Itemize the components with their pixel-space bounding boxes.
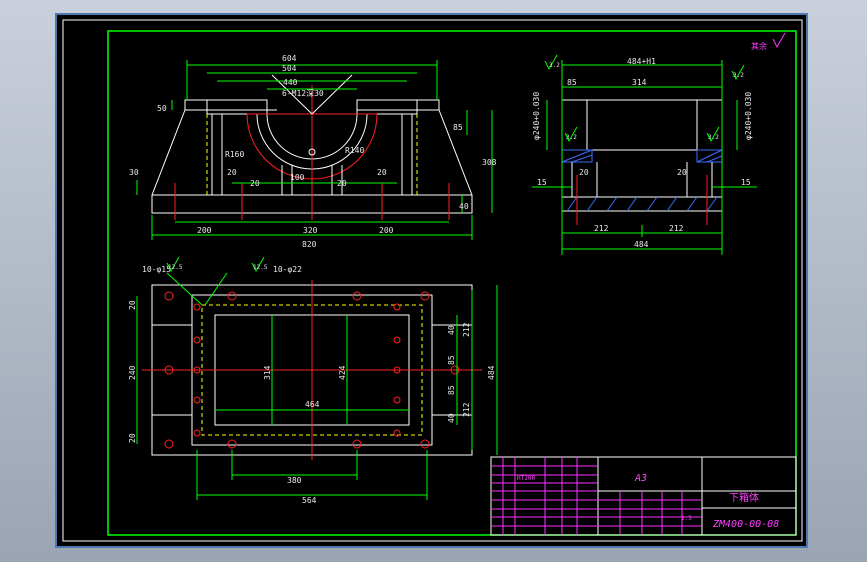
dim-440: 440 bbox=[283, 78, 298, 87]
scale: 1:5 bbox=[681, 515, 692, 522]
dim-820: 820 bbox=[302, 240, 317, 249]
dim-320: 320 bbox=[303, 226, 318, 235]
top-dim-40-upper: 40 bbox=[447, 325, 456, 335]
top-dim-464: 464 bbox=[305, 400, 320, 409]
roughness-mark-4: 3.2 bbox=[708, 134, 719, 141]
engineering-drawing: 其余 bbox=[62, 19, 803, 542]
bolt-holes bbox=[164, 291, 460, 449]
side-dim-484: 484 bbox=[634, 240, 649, 249]
sheet-size: A3 bbox=[634, 473, 647, 484]
roughness-mark-3: 3.2 bbox=[566, 134, 577, 141]
hole-label-phi15: 10-φ15 bbox=[142, 265, 171, 274]
top-dim-212-upper: 212 bbox=[462, 322, 471, 337]
dim-308: 308 bbox=[482, 158, 497, 167]
part-name: 下箱体 bbox=[729, 491, 759, 504]
dim-r160: R160 bbox=[225, 150, 244, 159]
dim-tapped-holes: 6-M12深30 bbox=[282, 89, 324, 98]
dim-20-b: 20 bbox=[250, 179, 260, 188]
top-view: 10-φ15 10-φ22 12.5 12.5 20 240 20 314 42… bbox=[128, 256, 498, 505]
top-dim-212-lower: 212 bbox=[462, 402, 471, 417]
top-dim-40-lower: 40 bbox=[447, 413, 456, 423]
side-dim-484-h1: 484+H1 bbox=[627, 57, 656, 66]
dim-200-right: 200 bbox=[379, 226, 394, 235]
dim-504: 504 bbox=[282, 64, 297, 73]
cad-viewport[interactable]: 其余 bbox=[55, 13, 808, 548]
hole-label-phi22: 10-φ22 bbox=[273, 265, 302, 274]
material-mark: HT200 bbox=[517, 475, 535, 482]
side-dim-212-right: 212 bbox=[669, 224, 684, 233]
top-dim-85-lower: 85 bbox=[447, 385, 456, 395]
dim-20-a: 20 bbox=[227, 168, 237, 177]
top-dim-20-upper: 20 bbox=[128, 300, 137, 310]
roughness-mark-2: 3.2 bbox=[733, 72, 744, 79]
side-dim-bore-left: φ240+0.030 bbox=[532, 92, 541, 140]
dim-40: 40 bbox=[459, 202, 469, 211]
side-dim-15-right: 15 bbox=[741, 178, 751, 187]
dim-50: 50 bbox=[157, 104, 167, 113]
inner-border bbox=[107, 30, 797, 536]
top-dim-484: 484 bbox=[487, 365, 496, 380]
corner-mark-text: 其余 bbox=[751, 41, 767, 51]
side-view: 484+H1 85 314 φ240+0.030 φ240+0.030 15 2… bbox=[532, 54, 757, 255]
top-dim-424: 424 bbox=[338, 365, 347, 380]
top-dim-20-lower: 20 bbox=[128, 433, 137, 443]
top-dim-85-upper: 85 bbox=[447, 355, 456, 365]
dim-20-c: 20 bbox=[337, 179, 347, 188]
side-dim-20-left: 20 bbox=[579, 168, 589, 177]
dim-200-left: 200 bbox=[197, 226, 212, 235]
dim-100: 100 bbox=[290, 173, 305, 182]
roughness-hole-2: 12.5 bbox=[253, 264, 268, 271]
top-dim-314: 314 bbox=[263, 365, 272, 380]
outer-border bbox=[62, 19, 803, 542]
side-dim-20-right: 20 bbox=[677, 168, 687, 177]
side-dim-212-left: 212 bbox=[594, 224, 609, 233]
side-dim-85: 85 bbox=[567, 78, 577, 87]
front-view: 604 504 440 6-M12深30 50 R160 R140 85 308… bbox=[129, 54, 497, 249]
roughness-mark-1: 3.2 bbox=[549, 62, 560, 69]
side-dim-15-left: 15 bbox=[537, 178, 547, 187]
dim-604: 604 bbox=[282, 54, 297, 63]
title-block: A3 下箱体 ZM400-00-08 1:5 HT200 bbox=[490, 456, 797, 536]
dim-30: 30 bbox=[129, 168, 139, 177]
drawing-number: ZM400-00-08 bbox=[712, 519, 779, 530]
roughness-hole-1: 12.5 bbox=[168, 264, 183, 271]
top-dim-564: 564 bbox=[302, 496, 317, 505]
side-dim-bore-right: φ240+0.030 bbox=[744, 92, 753, 140]
corner-roughness-mark: 其余 bbox=[751, 32, 786, 51]
dim-85: 85 bbox=[453, 123, 463, 132]
side-dim-314: 314 bbox=[632, 78, 647, 87]
top-dim-240: 240 bbox=[128, 365, 137, 380]
top-dim-380: 380 bbox=[287, 476, 302, 485]
dim-r140: R140 bbox=[345, 146, 364, 155]
dim-20-d: 20 bbox=[377, 168, 387, 177]
